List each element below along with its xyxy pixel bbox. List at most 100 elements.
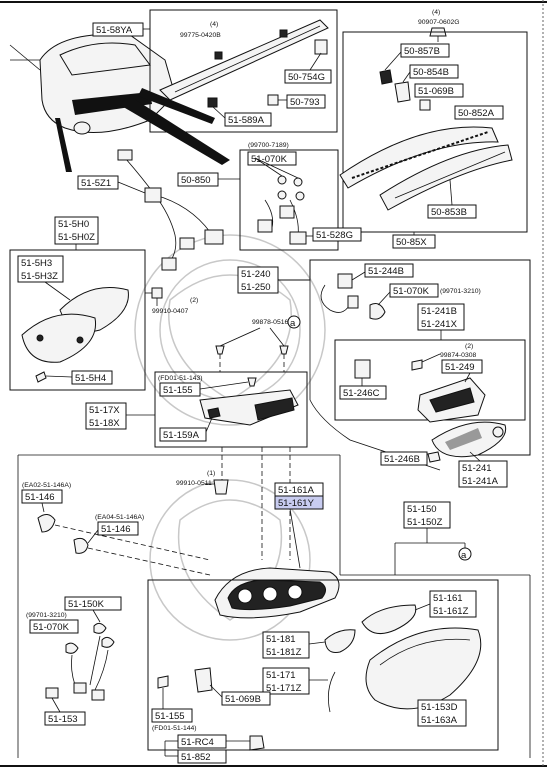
label-51-155-bot: 51-155 bbox=[155, 711, 185, 722]
label-51-163a: 51-163A bbox=[421, 715, 458, 726]
bracket-frame bbox=[154, 371, 308, 448]
label-51-rc4: 51-RC4 bbox=[181, 737, 214, 748]
qty-1: (1) bbox=[207, 470, 215, 477]
side-marker-frame bbox=[9, 249, 146, 391]
label-50-854b: 50-854B bbox=[413, 67, 449, 78]
screw-51-155 bbox=[157, 675, 169, 689]
label-51-246b: 51-246B bbox=[384, 454, 420, 465]
label-51-241x: 51-241X bbox=[421, 319, 458, 330]
side-marker-lens bbox=[21, 313, 97, 363]
code-fd01-51-144: (FD01-51-144) bbox=[152, 725, 197, 732]
label-51-150k: 51-150K bbox=[68, 599, 105, 610]
label-51-070k-mid: 51-070K bbox=[393, 286, 430, 297]
grommet-51-146-b bbox=[73, 537, 89, 554]
label-51-069b-bot: 51-069B bbox=[225, 694, 261, 705]
label-99775-0420b: 99775-0420B bbox=[180, 32, 221, 39]
qty-2-b: (2) bbox=[465, 343, 473, 350]
label-51-244b: 51-244B bbox=[368, 266, 404, 277]
label-50-853b: 50-853B bbox=[431, 207, 467, 218]
code-ea04-51-146a: (EA04-51-146A) bbox=[95, 514, 144, 521]
qty-4-a: (4) bbox=[210, 21, 218, 28]
label-51-146-a: 51-146 bbox=[25, 492, 55, 503]
label-51-17x: 51-17X bbox=[89, 405, 120, 416]
harness-51-5z1 bbox=[117, 149, 224, 271]
label-51-070k-bot: 51-070K bbox=[33, 622, 70, 633]
lens-51-181 bbox=[324, 629, 356, 653]
harness-51-150k bbox=[45, 622, 115, 701]
garnish-trim bbox=[379, 144, 513, 211]
label-51-150: 51-150 bbox=[407, 504, 437, 515]
tail-lamp-assembly bbox=[214, 567, 340, 619]
label-51-18x: 51-18X bbox=[89, 418, 120, 429]
label-99874-0308: 99874-0308 bbox=[440, 352, 477, 359]
code-fd01-51-143: (FD01-51-143) bbox=[158, 375, 203, 382]
label-51-589a: 51-589A bbox=[228, 115, 265, 126]
label-51-161a: 51-161A bbox=[278, 485, 315, 496]
grommet-51-146-a bbox=[37, 514, 56, 533]
label-51-5h0: 51-5H0 bbox=[58, 219, 89, 230]
label-99878-0516b: 99878-0516B bbox=[252, 319, 293, 326]
label-51-150z: 51-150Z bbox=[407, 517, 443, 528]
label-51-852: 51-852 bbox=[181, 752, 211, 763]
garnish-group-frame bbox=[342, 31, 528, 233]
lens-51-161 bbox=[361, 604, 417, 635]
gasket-51-171 bbox=[327, 671, 336, 713]
label-51-250: 51-250 bbox=[241, 282, 271, 293]
label-51-161: 51-161 bbox=[433, 593, 463, 604]
label-51-181: 51-181 bbox=[266, 634, 296, 645]
label-51-146-b: 51-146 bbox=[101, 524, 131, 535]
label-50-857b: 50-857B bbox=[404, 46, 440, 57]
gasket-51-246c bbox=[354, 359, 371, 379]
label-51-161y: 51-161Y bbox=[278, 498, 315, 509]
spoiler-group-frame bbox=[149, 9, 338, 133]
label-50-793: 50-793 bbox=[290, 97, 320, 108]
socket-51-244b bbox=[320, 273, 359, 313]
label-51-5h3z: 51-5H3Z bbox=[21, 271, 58, 282]
clip-51-069b bbox=[194, 667, 213, 693]
label-51-58ya: 51-58YA bbox=[96, 25, 133, 36]
label-50-850: 50-850 bbox=[181, 175, 211, 186]
label-51-070k-top: 51-070K bbox=[251, 154, 288, 165]
bulb-51-070k-mid bbox=[369, 303, 386, 320]
label-50-852a: 50-852A bbox=[458, 108, 495, 119]
label-51-5h0z: 51-5H0Z bbox=[58, 232, 95, 243]
label-90907-0602g: 90907-0602G bbox=[418, 19, 460, 26]
label-51-155-top: 51-155 bbox=[163, 385, 193, 396]
code-99701-3210-a: (99701-3210) bbox=[440, 288, 481, 295]
label-51-528g: 51-528G bbox=[316, 230, 353, 241]
label-51-181z: 51-181Z bbox=[266, 647, 302, 658]
label-51-161z: 51-161Z bbox=[433, 606, 469, 617]
label-51-241b: 51-241B bbox=[421, 306, 457, 317]
nut-51-rc4 bbox=[249, 735, 265, 751]
code-ea02-51-146a: (EA02-51-146A) bbox=[22, 482, 71, 489]
label-51-153: 51-153 bbox=[48, 714, 78, 725]
label-51-241a: 51-241A bbox=[462, 476, 499, 487]
label-51-5h4: 51-5H4 bbox=[75, 373, 106, 384]
label-99910-0511: 99910-0511 bbox=[176, 480, 212, 487]
label-99910-0407: 99910-0407 bbox=[152, 308, 189, 315]
sub-harness-parts bbox=[254, 157, 307, 245]
label-50-754g: 50-754G bbox=[288, 72, 325, 83]
qty-2-a: (2) bbox=[190, 297, 198, 304]
circle-ref-a-bottom: a bbox=[461, 550, 467, 561]
nut-99910-0511 bbox=[213, 479, 229, 495]
code-99700-7189: (99700-7189) bbox=[248, 142, 289, 149]
circle-ref-a-top: a bbox=[290, 318, 296, 329]
label-51-249: 51-249 bbox=[445, 362, 475, 373]
sub-harness-frame bbox=[239, 149, 339, 251]
label-51-153d: 51-153D bbox=[421, 702, 458, 713]
code-99701-3210-b: (99701-3210) bbox=[26, 612, 67, 619]
label-51-159a: 51-159A bbox=[163, 430, 200, 441]
label-51-171: 51-171 bbox=[266, 670, 296, 681]
qty-4-b: (4) bbox=[432, 9, 440, 16]
backup-lamp-frame bbox=[278, 259, 531, 456]
label-51-5z1: 51-5Z1 bbox=[81, 178, 111, 189]
label-51-069b-top: 51-069B bbox=[418, 86, 454, 97]
highlight-51-161y bbox=[274, 495, 324, 510]
lens-parts-frame bbox=[147, 579, 499, 751]
label-51-241: 51-241 bbox=[462, 463, 492, 474]
label-51-5h3: 51-5H3 bbox=[21, 258, 52, 269]
label-51-240: 51-240 bbox=[241, 269, 271, 280]
